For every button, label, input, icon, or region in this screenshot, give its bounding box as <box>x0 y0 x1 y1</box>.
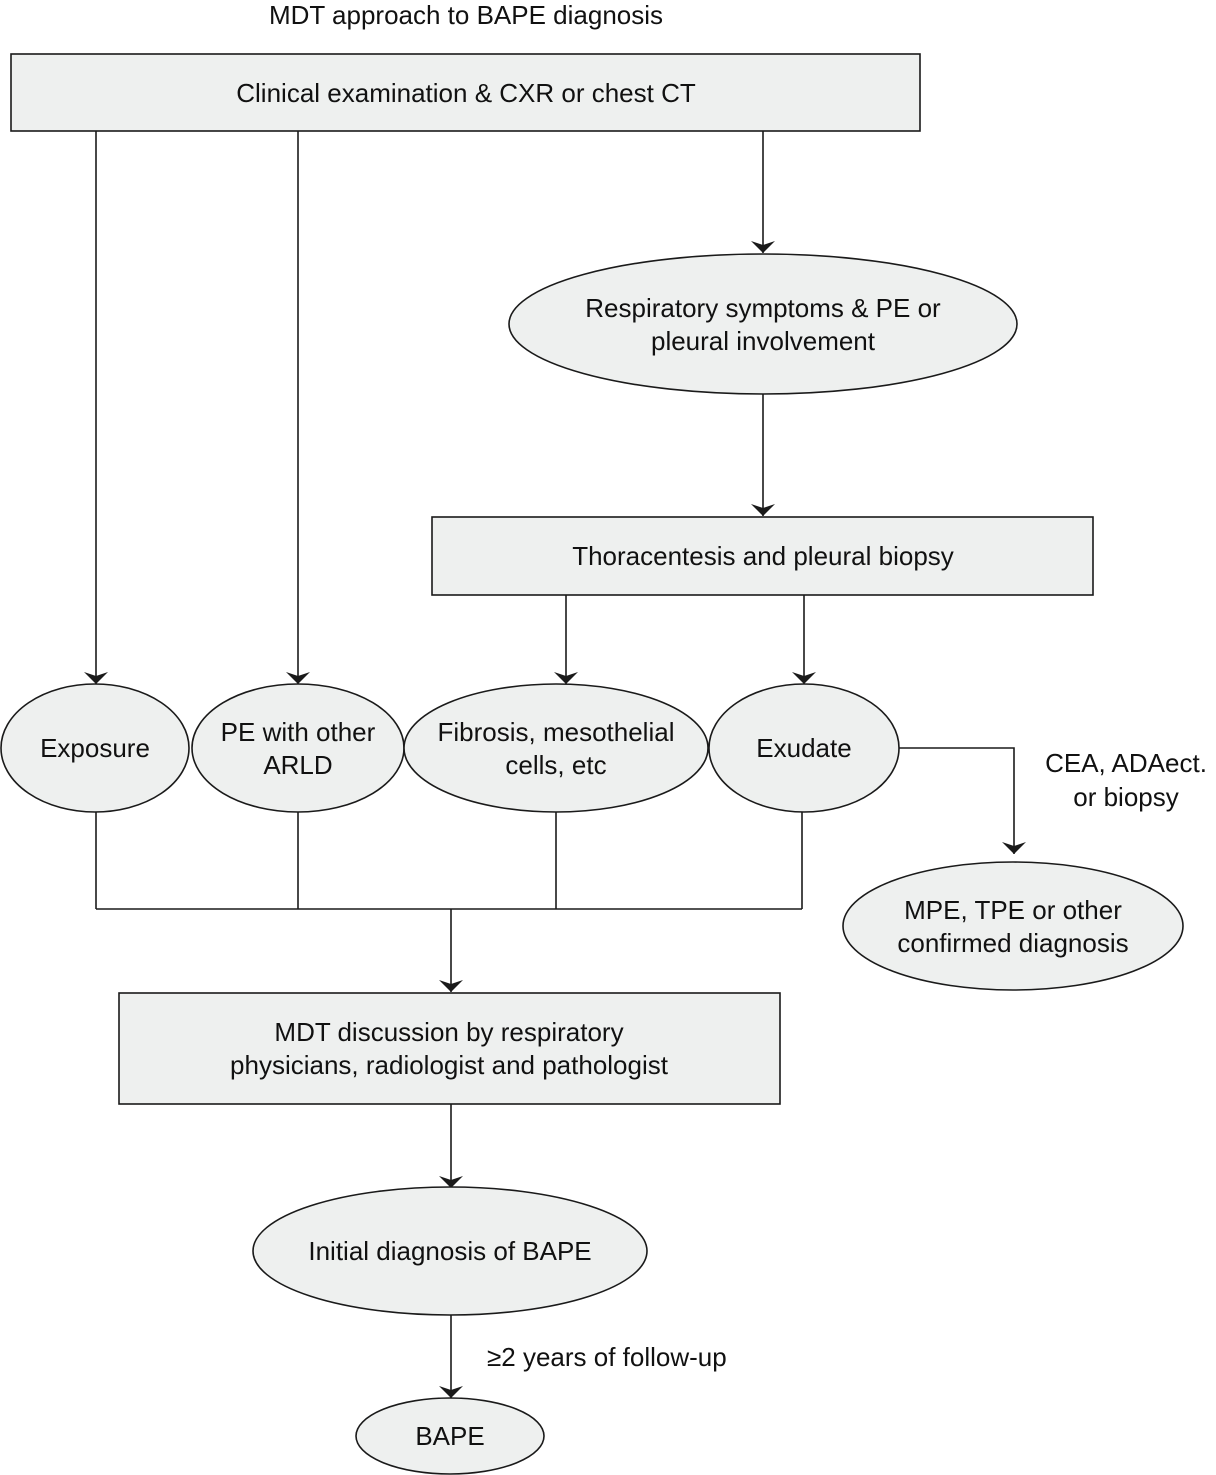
svg-text:Initial diagnosis of BAPE: Initial diagnosis of BAPE <box>308 1236 591 1266</box>
edges <box>84 130 1026 1398</box>
node-fibrosis: Fibrosis, mesothelial cells, etc <box>403 683 709 813</box>
node-clinical-examination: Clinical examination & CXR or chest CT <box>10 53 921 132</box>
svg-text:physicians, radiologist and pa: physicians, radiologist and pathologist <box>230 1050 669 1080</box>
node-initial-diagnosis: Initial diagnosis of BAPE <box>252 1186 648 1316</box>
svg-text:Respiratory symptoms & PE or: Respiratory symptoms & PE or <box>585 293 941 323</box>
svg-text:Clinical examination & CXR or: Clinical examination & CXR or chest CT <box>236 78 696 108</box>
node-mdt-discussion: MDT discussion by respiratory physicians… <box>118 992 781 1105</box>
svg-text:cells, etc: cells, etc <box>505 750 606 780</box>
node-pe-with-other-arld: PE with other ARLD <box>191 683 405 813</box>
node-thoracentesis: Thoracentesis and pleural biopsy <box>431 516 1094 596</box>
svg-text:MDT discussion by respiratory: MDT discussion by respiratory <box>274 1017 623 1047</box>
node-exposure: Exposure <box>0 683 190 813</box>
svg-text:or biopsy: or biopsy <box>1073 782 1179 812</box>
node-bape: BAPE <box>355 1397 545 1475</box>
node-respiratory-symptoms: Respiratory symptoms & PE or pleural inv… <box>508 253 1018 395</box>
edge-label-cea-adaect: CEA, ADAect. or biopsy <box>1045 748 1207 812</box>
svg-text:Exudate: Exudate <box>756 733 851 763</box>
node-confirmed-diagnosis: MPE, TPE or other confirmed diagnosis <box>842 861 1184 991</box>
svg-text:PE with other: PE with other <box>221 717 376 747</box>
diagram-title: MDT approach to BAPE diagnosis <box>269 0 663 30</box>
svg-text:Thoracentesis and pleural biop: Thoracentesis and pleural biopsy <box>572 541 954 571</box>
node-exudate: Exudate <box>708 683 900 813</box>
svg-text:BAPE: BAPE <box>415 1421 484 1451</box>
svg-text:MPE, TPE or other: MPE, TPE or other <box>904 895 1122 925</box>
svg-text:confirmed diagnosis: confirmed diagnosis <box>897 928 1128 958</box>
svg-text:Exposure: Exposure <box>40 733 150 763</box>
edge-exudate-confirmed <box>899 747 1026 854</box>
svg-text:pleural involvement: pleural involvement <box>651 326 876 356</box>
edge-label-follow-up: ≥2 years of follow-up <box>487 1342 727 1372</box>
svg-text:ARLD: ARLD <box>263 750 332 780</box>
svg-text:Fibrosis, mesothelial: Fibrosis, mesothelial <box>438 717 675 747</box>
svg-text:CEA, ADAect.: CEA, ADAect. <box>1045 748 1207 778</box>
